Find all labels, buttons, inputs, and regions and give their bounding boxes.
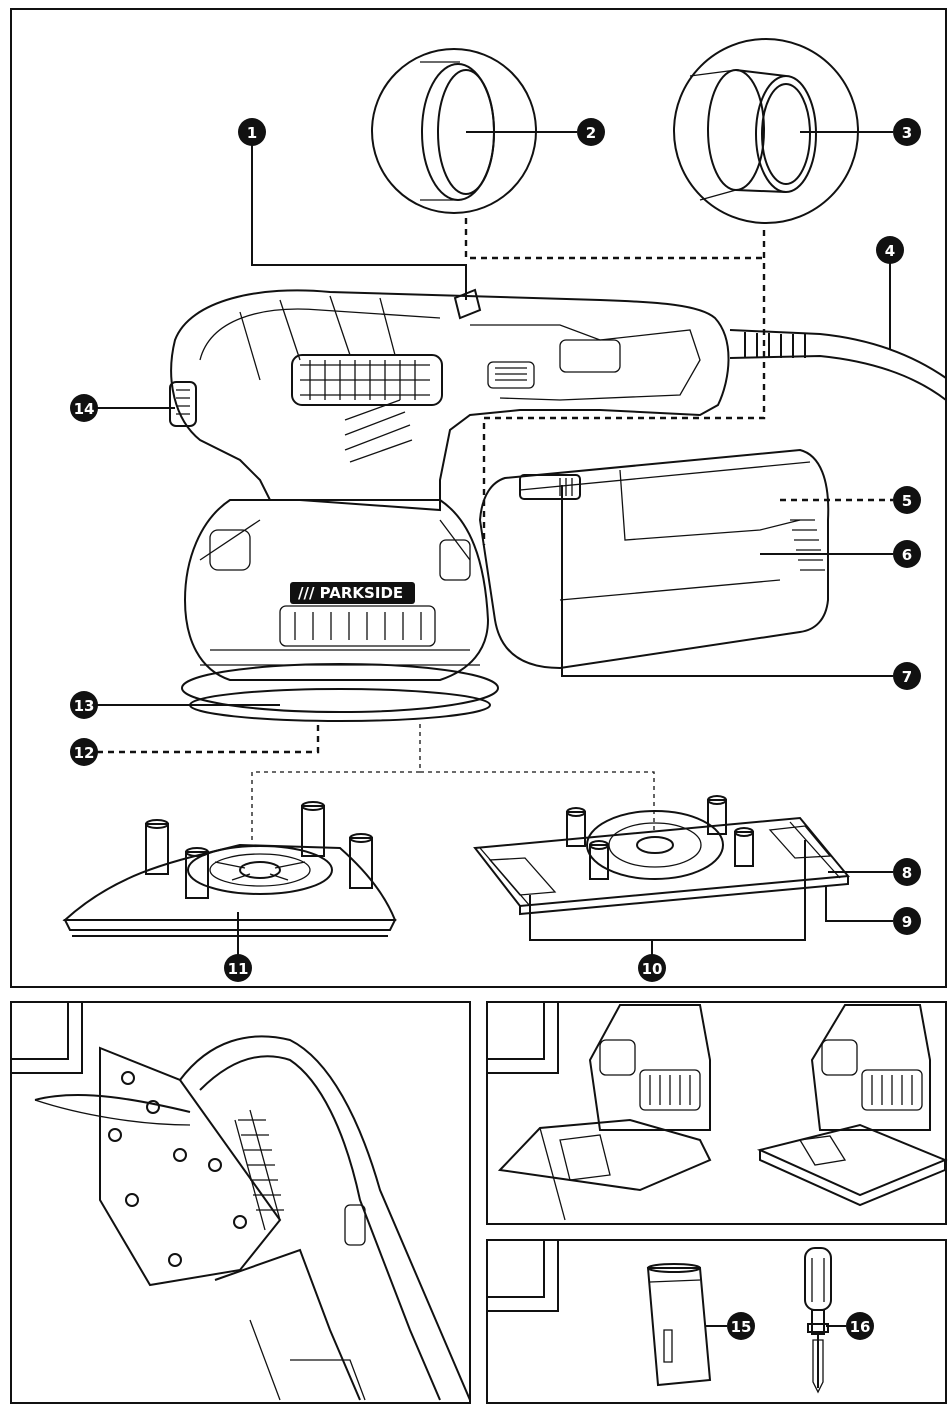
panel-b-tag	[11, 1002, 68, 1059]
callout-2-label: 2	[586, 124, 596, 142]
panel-d-tag	[487, 1240, 544, 1297]
brand-label: /// PARKSIDE	[298, 584, 403, 602]
callout-10-label: 10	[642, 960, 663, 978]
callout-6-label: 6	[902, 546, 912, 564]
screwdriver-16	[805, 1248, 831, 1392]
guide-dashed-2	[466, 218, 764, 258]
callout-9-label: 9	[902, 913, 912, 931]
delta-plate-11	[65, 802, 395, 936]
panel-c-frame	[487, 1002, 946, 1224]
vacuum-adapter-15	[648, 1264, 710, 1385]
callout-4-label: 4	[885, 242, 895, 260]
callout-12-label: 12	[74, 744, 95, 762]
callout-7-label: 7	[902, 668, 912, 686]
leader-9	[826, 885, 893, 921]
sander-body: /// PARKSIDE	[170, 290, 946, 721]
callout-16-label: 16	[850, 1318, 871, 1336]
dust-box-6	[480, 450, 828, 668]
callout-8-label: 8	[902, 864, 912, 882]
plate-mount-left	[500, 1005, 710, 1220]
leader-1	[252, 132, 466, 300]
leader-12	[97, 724, 318, 752]
callout-13-label: 13	[74, 697, 95, 715]
leader-10	[530, 840, 805, 940]
callout-5-label: 5	[902, 492, 912, 510]
callout-11-label: 11	[228, 960, 249, 978]
plate-mount-right	[760, 1005, 945, 1205]
panel-c-tag	[487, 1002, 544, 1059]
leader-7	[562, 485, 893, 676]
callout-1-label: 1	[247, 124, 257, 142]
callout-15-label: 15	[731, 1318, 752, 1336]
callout-3-label: 3	[902, 124, 912, 142]
delta-sheet-illustration	[35, 1036, 470, 1400]
callout-14-label: 14	[74, 400, 95, 418]
panel-d-frame	[487, 1240, 946, 1403]
